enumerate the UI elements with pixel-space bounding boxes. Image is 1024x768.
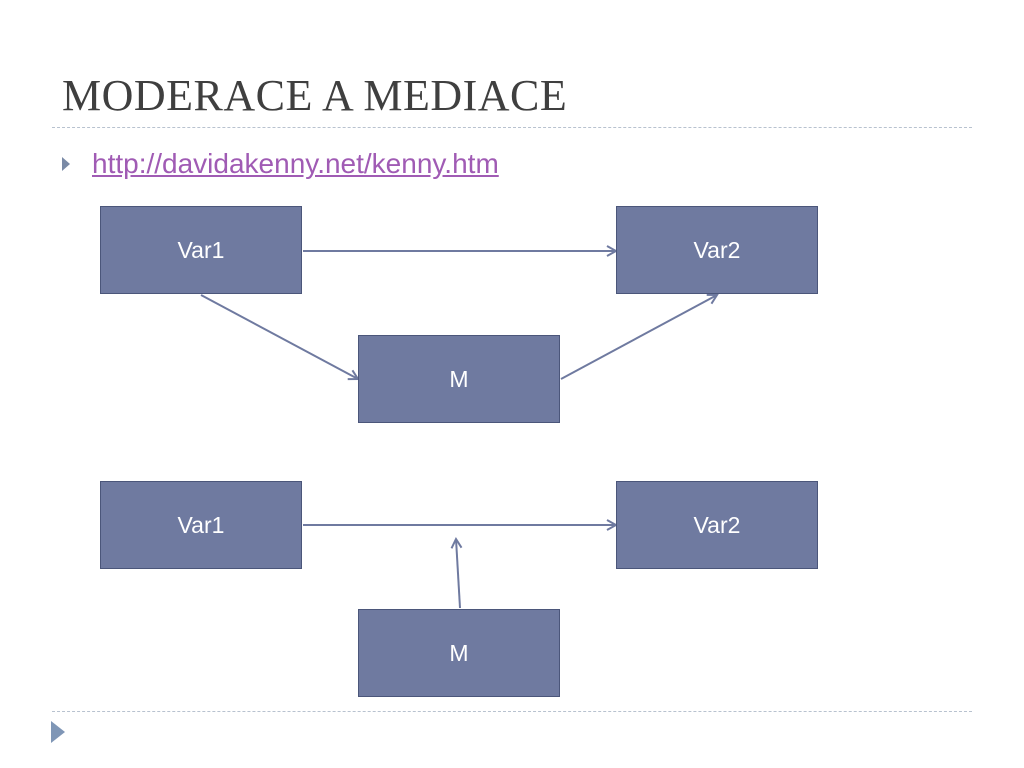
moderation-var2-box: Var2 — [616, 481, 818, 569]
mediation-m-box: M — [358, 335, 560, 423]
mediation-var1-box: Var1 — [100, 206, 302, 294]
bullet-item: http://davidakenny.net/kenny.htm — [62, 146, 499, 182]
arrow-m-to-var2 — [560, 295, 717, 380]
arrow-var1-to-m — [200, 294, 358, 379]
kenny-link[interactable]: http://davidakenny.net/kenny.htm — [92, 148, 499, 179]
mediation-m-label: M — [449, 365, 469, 392]
moderation-var1-label: Var1 — [177, 511, 225, 538]
mediation-var2-box: Var2 — [616, 206, 818, 294]
mediation-var1-label: Var1 — [177, 236, 225, 263]
title-divider — [52, 127, 972, 128]
moderation-var1-box: Var1 — [100, 481, 302, 569]
slide-title: MODERACE A MEDIACE — [62, 71, 568, 120]
mediation-var2-label: Var2 — [693, 236, 741, 263]
footer-divider — [52, 711, 972, 712]
next-slide-arrow-icon[interactable] — [51, 721, 65, 743]
bullet-arrow-icon — [62, 157, 70, 171]
arrow-m-to-path — [456, 539, 460, 609]
moderation-m-box: M — [358, 609, 560, 697]
moderation-var2-label: Var2 — [693, 511, 741, 538]
moderation-m-label: M — [449, 639, 469, 666]
